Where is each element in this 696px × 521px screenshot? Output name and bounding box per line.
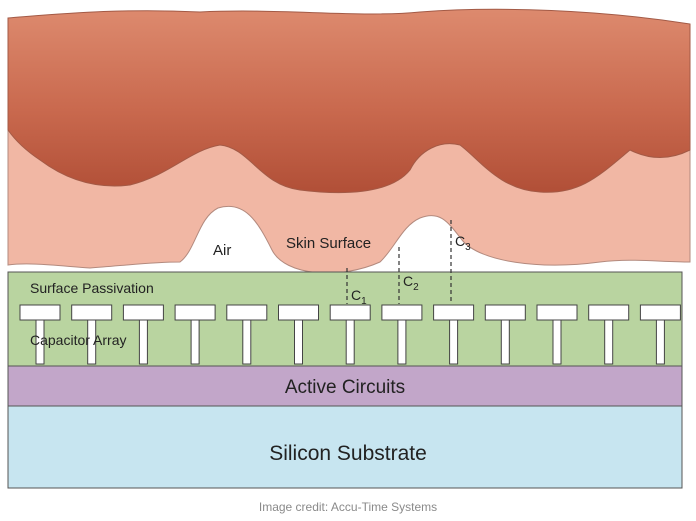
capacitor-stem (294, 319, 303, 365)
finger-skin (7, 8, 691, 274)
capacitor-top (381, 304, 423, 321)
capacitance-lines (346, 220, 452, 304)
skin-upper-layer (7, 8, 691, 194)
capacitor-top (536, 304, 578, 321)
capacitor-plate (588, 304, 630, 365)
capacitor-stem (242, 319, 252, 365)
capacitor-plate (174, 304, 216, 365)
silicon-substrate-label: Silicon Substrate (269, 442, 427, 465)
capacitor-plate (433, 304, 475, 365)
surface-passivation-label: Surface Passivation (30, 280, 154, 296)
capacitor-top (588, 304, 630, 321)
capacitor-top (19, 304, 61, 321)
capacitor-stem (655, 319, 665, 365)
capacitor-stem (138, 319, 148, 365)
capacitor-plate (71, 304, 113, 365)
c1-label: C1 (351, 287, 367, 307)
capacitor-stem (552, 319, 562, 365)
capacitor-array-label: Capacitor Array (30, 332, 126, 348)
skin-surface-label: Skin Surface (286, 235, 371, 252)
capacitor-top (71, 304, 113, 321)
air-label: Air (213, 242, 231, 259)
c2-label: C2 (403, 273, 419, 293)
capacitor-top (122, 304, 164, 321)
capacitor-plate (484, 304, 526, 365)
capacitor-top (329, 304, 371, 321)
capacitor-top (639, 304, 681, 321)
capacitor-plate (536, 304, 578, 365)
capacitor-plate (278, 304, 319, 365)
capacitor-top (226, 304, 268, 321)
c3-label: C3 (455, 233, 471, 253)
capacitor-top (433, 304, 475, 321)
capacitor-plate (381, 304, 423, 365)
capacitor-stem (397, 319, 407, 365)
capacitor-stem (190, 319, 200, 365)
capacitor-top (174, 304, 216, 321)
silicon-substrate-layer (7, 405, 683, 489)
capacitor-plate (226, 304, 268, 365)
capacitor-array (19, 304, 681, 365)
image-credit: Image credit: Accu-Time Systems (258, 500, 438, 514)
capacitor-top (278, 304, 319, 321)
active-circuits-label: Active Circuits (285, 377, 405, 398)
capacitor-stem (500, 319, 510, 365)
capacitor-stem (345, 319, 355, 365)
capacitor-plate (19, 304, 61, 365)
capacitor-plate (122, 304, 164, 365)
capacitor-top (484, 304, 526, 321)
capacitor-stem (449, 319, 459, 365)
capacitor-stem (604, 319, 614, 365)
capacitor-plate (329, 304, 371, 365)
capacitor-plate (639, 304, 681, 365)
